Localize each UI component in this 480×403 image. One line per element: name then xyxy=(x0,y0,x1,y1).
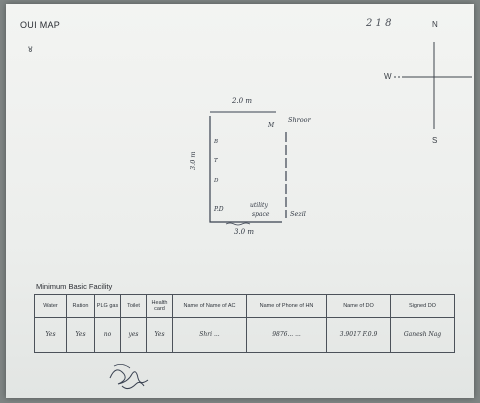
plot-sketch: 2.0 m Shroor M 3.0 m B T D P.D utility s… xyxy=(186,94,336,244)
column-header: Toilet xyxy=(120,294,147,318)
plot-bottom-dimension: 3.0 m xyxy=(234,228,254,236)
column-header: Ration xyxy=(66,294,95,318)
plot-inner-top-label: M xyxy=(268,122,275,129)
compass-north-label: N xyxy=(432,20,438,29)
column-header: PLG gas xyxy=(94,294,121,318)
plot-bottom-left-label: P.D xyxy=(214,206,224,213)
plot-outline-icon xyxy=(209,111,287,226)
table-cell: no xyxy=(94,317,121,353)
plot-inner-mark: T xyxy=(214,158,218,164)
plot-inner-mark: B xyxy=(214,139,219,145)
table-cell: Yes xyxy=(146,317,173,353)
compass-rose: N S W xyxy=(374,14,474,154)
column-header: Name of Phone of HN xyxy=(246,294,327,318)
plot-top-right-label: Shroor xyxy=(288,116,311,124)
compass-south-label: S xyxy=(432,136,438,145)
column-header: Name of Name of AC xyxy=(172,294,247,318)
table-cell: Yes xyxy=(66,317,95,353)
table-cell: Ganesh Nag xyxy=(390,317,455,353)
document-subtitle-mark: ४ xyxy=(28,45,33,55)
column-header: Health card xyxy=(146,294,173,318)
plot-left-dimension: 3.0 m xyxy=(189,151,197,170)
document-sheet: OUI MAP ४ 2 1 8 N S W 2.0 m Shroor M 3.0… xyxy=(6,4,474,398)
facility-heading: Minimum Basic Facility xyxy=(36,282,113,291)
signature-scribble-icon xyxy=(109,364,149,390)
facility-header-row: Water Ration PLG gas Toilet Health card … xyxy=(34,294,455,318)
facility-section: Minimum Basic Facility Water Ration PLG … xyxy=(34,282,464,353)
plot-top-dimension: 2.0 m xyxy=(232,97,252,105)
signature-mark xyxy=(104,360,164,394)
page-number: 2 1 8 xyxy=(366,18,392,29)
table-cell: Yes xyxy=(34,317,67,353)
column-header: Name of DO xyxy=(326,294,391,318)
plot-center-label: utility xyxy=(250,202,268,209)
facility-table: Water Ration PLG gas Toilet Health card … xyxy=(34,294,455,353)
compass-lines-icon xyxy=(394,42,472,129)
plot-bottom-right-label: Sezil xyxy=(290,210,306,218)
plot-center-label: space xyxy=(252,211,270,218)
document-title: OUI MAP xyxy=(20,20,61,30)
compass-west-label: W xyxy=(384,72,392,81)
table-cell: Shri ... xyxy=(172,317,247,353)
plot-inner-mark: D xyxy=(214,178,219,184)
table-cell: yes xyxy=(120,317,147,353)
column-header: Signed DO xyxy=(390,294,455,318)
table-cell: 9876... ... xyxy=(246,317,327,353)
column-header: Water xyxy=(34,294,67,318)
table-cell: 3.9017 F.0.9 xyxy=(326,317,391,353)
table-row: Yes Yes no yes Yes Shri ... 9876... ... … xyxy=(34,317,455,353)
